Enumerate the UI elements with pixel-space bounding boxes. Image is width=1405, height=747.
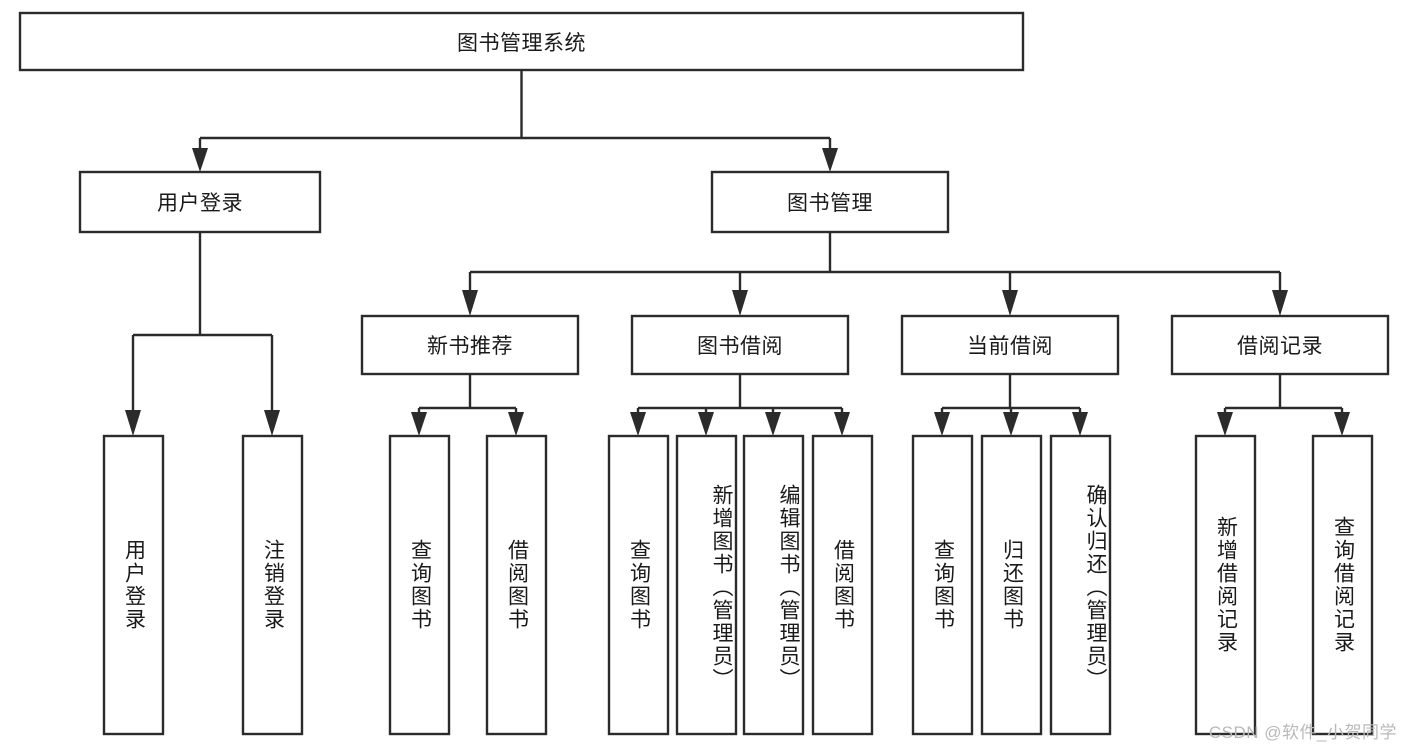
connector-newbook-to-leaves <box>411 374 524 436</box>
arrow-head-icon <box>192 148 208 172</box>
arrow-head-icon <box>411 412 427 436</box>
arrow-head-icon <box>698 412 714 436</box>
node-leaf-user-login[interactable] <box>102 434 165 736</box>
arrow-head-icon <box>765 412 781 436</box>
node-user-login[interactable] <box>78 170 322 234</box>
node-leaf-edit-book-admin[interactable] <box>742 434 805 736</box>
arrow-head-icon <box>1002 290 1018 316</box>
node-leaf-add-book-admin[interactable] <box>675 434 738 736</box>
arrow-head-icon <box>1003 412 1019 436</box>
node-leaf-query-book-borrow[interactable] <box>607 434 670 736</box>
node-leaf-query-borrow-record[interactable] <box>1311 434 1374 736</box>
node-root-book-management-system[interactable] <box>18 11 1025 72</box>
node-leaf-user-logout[interactable] <box>241 434 304 736</box>
connector-root-to-level2 <box>192 70 838 172</box>
arrow-head-icon <box>1217 412 1233 436</box>
connector-bookborrow-to-leaves <box>630 374 850 436</box>
arrow-head-icon <box>732 290 748 316</box>
arrow-head-icon <box>125 410 141 436</box>
node-book-borrow[interactable] <box>630 314 850 376</box>
node-leaf-return-book[interactable] <box>980 434 1043 736</box>
node-leaf-borrow-book-recommend[interactable] <box>485 434 548 736</box>
arrow-head-icon <box>508 412 524 436</box>
connector-currentborrow-to-leaves <box>934 374 1088 436</box>
arrow-head-icon <box>1072 412 1088 436</box>
connector-userlogin-to-leaves <box>125 232 280 436</box>
node-current-borrow[interactable] <box>900 314 1120 376</box>
node-leaf-borrow-book[interactable] <box>811 434 874 736</box>
arrow-head-icon <box>822 148 838 172</box>
node-book-management[interactable] <box>710 170 950 234</box>
arrow-head-icon <box>264 410 280 436</box>
arrow-head-icon <box>630 412 646 436</box>
node-leaf-query-book-current[interactable] <box>911 434 974 736</box>
arrow-head-icon <box>934 412 950 436</box>
node-leaf-confirm-return-admin[interactable] <box>1049 434 1112 736</box>
connector-borrowrecord-to-leaves <box>1217 374 1350 436</box>
node-new-book-recommend[interactable] <box>360 314 580 376</box>
node-leaf-add-borrow-record[interactable] <box>1194 434 1257 736</box>
arrow-head-icon <box>1272 290 1288 316</box>
arrow-head-icon <box>462 290 478 316</box>
arrow-head-icon <box>1334 412 1350 436</box>
arrow-head-icon <box>834 412 850 436</box>
node-leaf-query-book-recommend[interactable] <box>388 434 451 736</box>
node-borrow-record[interactable] <box>1170 314 1390 376</box>
connector-bookmgmt-to-level3 <box>462 232 1288 316</box>
